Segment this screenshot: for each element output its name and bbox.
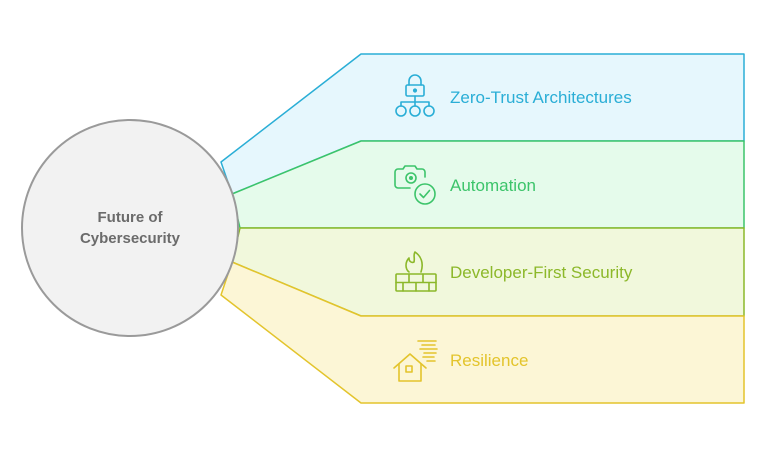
house-storm-icon — [393, 340, 438, 382]
label-developer-first: Developer-First Security — [450, 263, 633, 282]
firewall-flame-icon — [395, 251, 437, 292]
center-node: Future of Cybersecurity — [21, 119, 239, 337]
center-title-line1: Future of — [98, 209, 164, 226]
network-lock-icon — [395, 74, 435, 117]
label-zero-trust: Zero-Trust Architectures — [450, 88, 632, 107]
label-resilience: Resilience — [450, 351, 528, 370]
band-automation: Automation — [231, 140, 745, 229]
center-title-line2: Cybersecurity — [80, 230, 181, 247]
camera-check-icon — [394, 165, 436, 205]
band-zero-trust: Zero-Trust Architectures — [220, 53, 745, 195]
label-automation: Automation — [450, 176, 536, 195]
band-resilience: Resilience — [220, 261, 745, 404]
